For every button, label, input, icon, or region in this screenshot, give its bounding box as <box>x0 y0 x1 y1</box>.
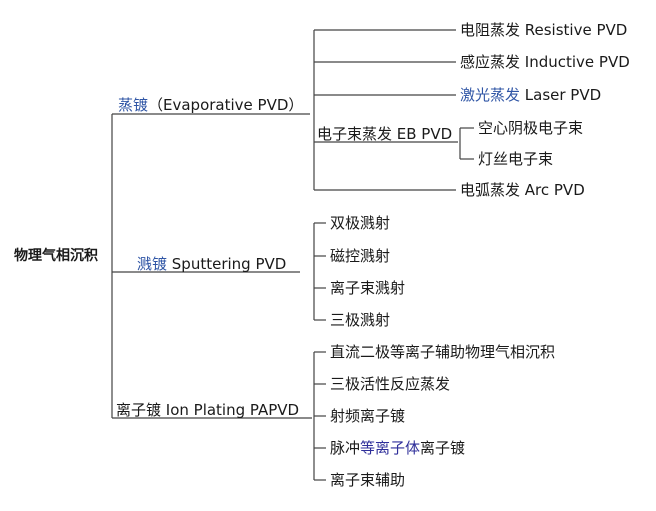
node-pulse-plasma-b: 等离子体 <box>360 439 421 457</box>
node-magnetron-sputter: 磁控溅射 <box>330 247 391 265</box>
node-pulse-plasma: 脉冲等离子体离子镀 <box>330 439 465 457</box>
branch-sputtering: 溅镀 Sputtering PVD <box>137 255 286 273</box>
node-resistive: 电阻蒸发 Resistive PVD <box>460 21 628 39</box>
node-laser-cn: 激光蒸发 <box>460 86 521 104</box>
branch-ion-plating: 离子镀 Ion Plating PAPVD <box>116 401 300 419</box>
node-pulse-plasma-a: 脉冲 <box>330 439 361 457</box>
node-diode-sputter: 双极溅射 <box>330 214 391 232</box>
node-inductive: 感应蒸发 Inductive PVD <box>460 53 630 71</box>
node-eb: 电子束蒸发 EB PVD <box>317 125 453 143</box>
node-ion-beam-sputter: 离子束溅射 <box>330 279 406 297</box>
branch-evaporative: 蒸镀（Evaporative PVD） <box>118 96 303 114</box>
node-eb-hollow-cathode: 空心阴极电子束 <box>478 119 584 137</box>
node-laser-en: Laser PVD <box>520 86 602 104</box>
node-laser: 激光蒸发 Laser PVD <box>460 86 601 104</box>
node-rf-ion-plating: 射频离子镀 <box>330 407 406 425</box>
node-dc-diode: 直流二极等离子辅助物理气相沉积 <box>330 343 556 361</box>
node-pulse-plasma-c: 离子镀 <box>420 439 466 457</box>
node-triode-sputter: 三极溅射 <box>330 311 391 329</box>
node-arc: 电弧蒸发 Arc PVD <box>460 181 585 199</box>
node-eb-filament: 灯丝电子束 <box>478 150 554 168</box>
branch-sputtering-cn: 溅镀 <box>137 255 168 273</box>
branch-evaporative-cn: 蒸镀 <box>118 96 149 114</box>
node-triode-reactive: 三极活性反应蒸发 <box>330 375 451 393</box>
branch-evaporative-en: （Evaporative PVD） <box>148 96 304 114</box>
branch-sputtering-en: Sputtering PVD <box>167 255 287 273</box>
root-node: 物理气相沉积 <box>14 248 98 264</box>
node-ion-beam-assist: 离子束辅助 <box>330 471 406 489</box>
